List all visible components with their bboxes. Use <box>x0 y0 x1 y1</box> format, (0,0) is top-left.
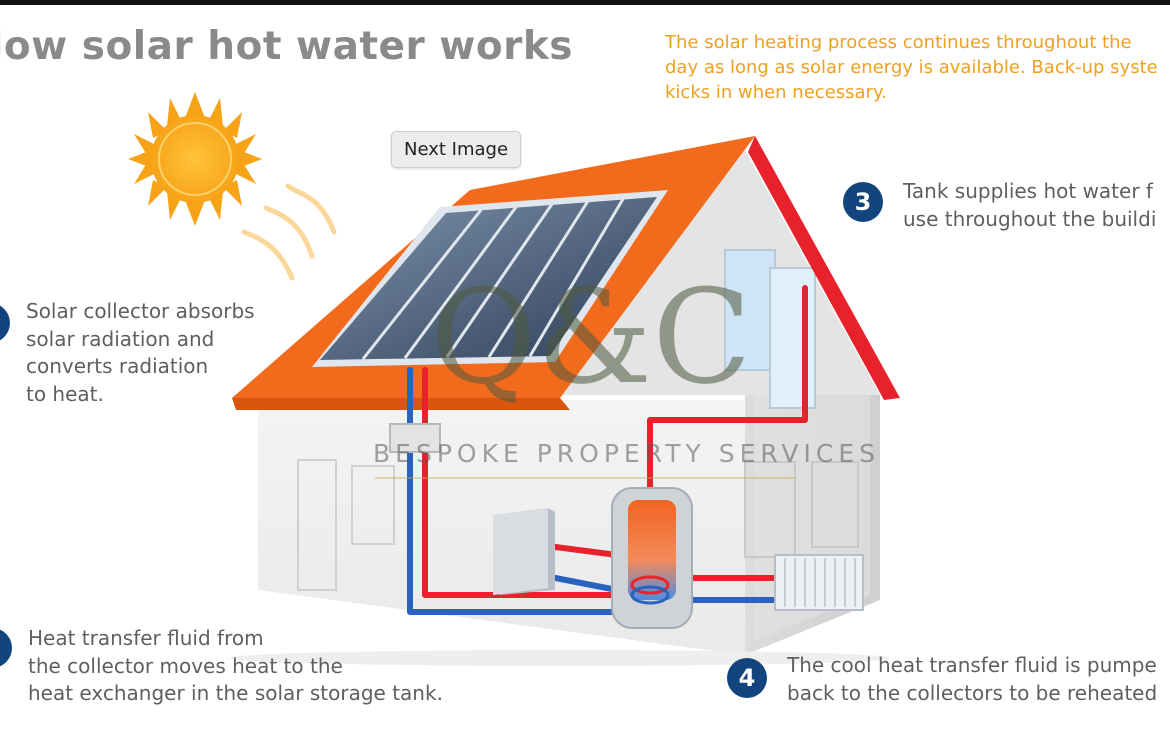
step-line: to heat. <box>26 381 104 406</box>
house-window-far-right <box>744 461 796 558</box>
pump-box <box>389 423 441 453</box>
watermark-monogram: Q&C <box>430 261 752 413</box>
intro-text: The solar heating process continues thro… <box>665 30 1170 105</box>
step-2-text: Heat transfer fluid from the collector m… <box>28 625 443 708</box>
step-line: Tank supplies hot water f <box>903 179 1153 203</box>
step-1-text: Solar collector absorbs solar radiation … <box>26 298 255 408</box>
watermark: Q&C BESPOKE PROPERTY SERVICES <box>373 261 880 479</box>
backup-boiler <box>493 508 555 595</box>
intro-line: kicks in when necessary. <box>665 82 887 103</box>
intro-line: The solar heating process continues thro… <box>665 32 1132 53</box>
house-window-right <box>811 461 859 548</box>
step-line: back to the collectors to be reheated <box>787 680 1158 705</box>
step-badge-2 <box>0 628 12 668</box>
step-4-text: The cool heat transfer fluid is pumpe ba… <box>787 652 1170 707</box>
next-image-button[interactable]: Next Image <box>391 131 521 168</box>
solar-storage-tank <box>611 487 693 629</box>
attic-window <box>724 249 776 371</box>
solar-collector-panel <box>312 190 668 367</box>
house-window <box>351 465 395 545</box>
page-title: low solar hot water works <box>0 24 574 69</box>
intro-line: day as long as solar energy is available… <box>665 57 1158 78</box>
step-badge-4: 4 <box>727 658 767 698</box>
house-door <box>297 459 337 591</box>
step-line: the collector moves heat to the <box>28 653 343 678</box>
step-line: solar radiation and <box>26 326 215 351</box>
top-bar <box>0 0 1170 5</box>
step-3-text: Tank supplies hot water f use throughout… <box>903 178 1170 233</box>
step-badge-3: 3 <box>843 182 883 222</box>
step-line: use throughout the buildi <box>903 206 1157 231</box>
step-line: converts radiation <box>26 354 209 378</box>
watermark-tagline: BESPOKE PROPERTY SERVICES <box>373 439 880 468</box>
step-line: Heat transfer fluid from <box>28 626 264 650</box>
step-line: heat exchanger in the solar storage tank… <box>28 681 443 705</box>
heat-waves-icon <box>241 183 337 281</box>
step-line: The cool heat transfer fluid is pumpe <box>787 653 1157 677</box>
radiator <box>774 554 864 611</box>
sun-icon <box>128 92 262 226</box>
step-line: Solar collector absorbs <box>26 299 255 323</box>
step-badge-1 <box>0 303 10 343</box>
